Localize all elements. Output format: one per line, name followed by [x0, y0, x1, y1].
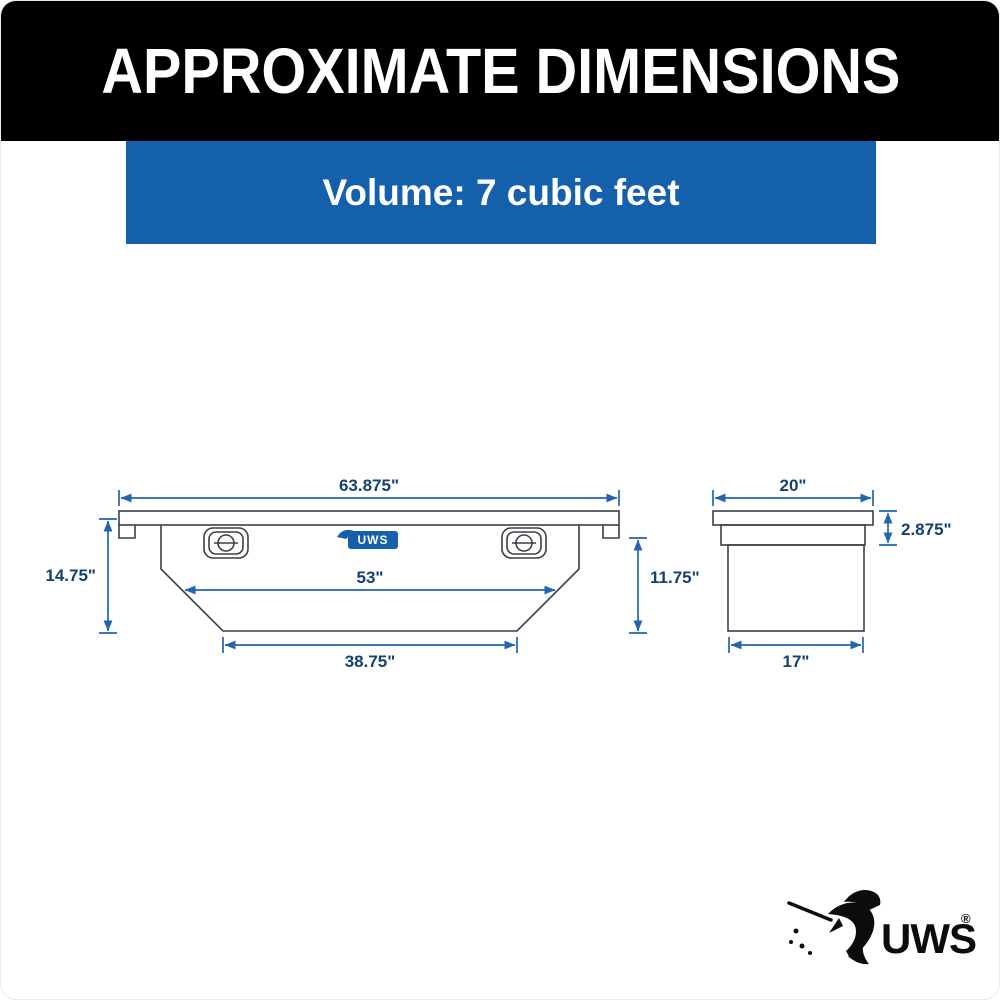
- marlin-bill: [787, 901, 833, 922]
- side-view: [712, 510, 874, 632]
- dim-front-top-width: 63.875": [118, 476, 620, 506]
- water-spray-dot: [789, 940, 793, 944]
- dimension-label: 17": [783, 652, 810, 671]
- latch-outer: [203, 527, 249, 559]
- page-title: APPROXIMATE DIMENSIONS: [101, 35, 901, 107]
- dim-side-lid-height: 2.875": [879, 510, 952, 546]
- dim-front-left-height: 14.75": [45, 518, 117, 634]
- water-spray-dot: [799, 943, 805, 949]
- marlin-icon: [787, 890, 881, 965]
- dim-front-right-height: 11.75": [629, 537, 700, 634]
- dimension-label: 38.75": [345, 652, 396, 671]
- marlin-tail-fin: [848, 945, 869, 965]
- volume-banner: Volume: 7 cubic feet: [126, 141, 876, 244]
- uws-box-logo-text: UWS: [358, 533, 389, 547]
- dimension-label: 53": [357, 568, 384, 587]
- side-lid-collar: [720, 524, 866, 546]
- side-dimensions: 20" 2.875" 17": [712, 476, 952, 671]
- uws-box-logo-background: [348, 531, 398, 549]
- dim-front-bottom-width: 38.75": [222, 637, 518, 671]
- dim-side-bottom-width: 17": [728, 637, 864, 671]
- side-body-outline: [727, 544, 865, 632]
- front-lid-right-lip: [602, 525, 620, 539]
- dimension-label: 11.75": [650, 568, 700, 587]
- uws-box-logo: UWS: [337, 529, 398, 549]
- latch-left: [203, 527, 249, 559]
- water-spray-dot: [793, 928, 799, 934]
- latch-inner: [208, 531, 244, 555]
- dimension-label: 14.75": [45, 566, 96, 585]
- marlin-dorsal-fin: [844, 890, 881, 911]
- marlin-pectoral-fin: [829, 918, 843, 933]
- water-spray-dot: [808, 951, 812, 955]
- latch-inner: [506, 531, 542, 555]
- volume-text: Volume: 7 cubic feet: [322, 171, 680, 213]
- dimension-label: 2.875": [901, 520, 952, 539]
- dim-side-top-width: 20": [712, 476, 874, 506]
- front-dimensions: 63.875" 14.75" 11.75" 53": [45, 476, 699, 671]
- front-body-outline: [160, 525, 580, 632]
- uws-footer-logo: UWS ®: [787, 890, 977, 965]
- latch-right: [501, 527, 547, 559]
- marlin-body: [828, 902, 875, 958]
- dimension-label: 20": [780, 476, 807, 495]
- latch-outer: [501, 527, 547, 559]
- dimension-label: 63.875": [339, 476, 399, 495]
- brand-wordmark: UWS: [881, 915, 976, 962]
- header-banner: APPROXIMATE DIMENSIONS: [1, 1, 999, 141]
- front-lid: [118, 510, 620, 526]
- side-lid: [712, 510, 874, 526]
- front-lid-left-lip: [118, 525, 136, 539]
- registered-trademark-symbol: ®: [961, 911, 971, 926]
- dim-front-inner-width: 53": [184, 568, 556, 595]
- front-view: UWS: [118, 510, 620, 632]
